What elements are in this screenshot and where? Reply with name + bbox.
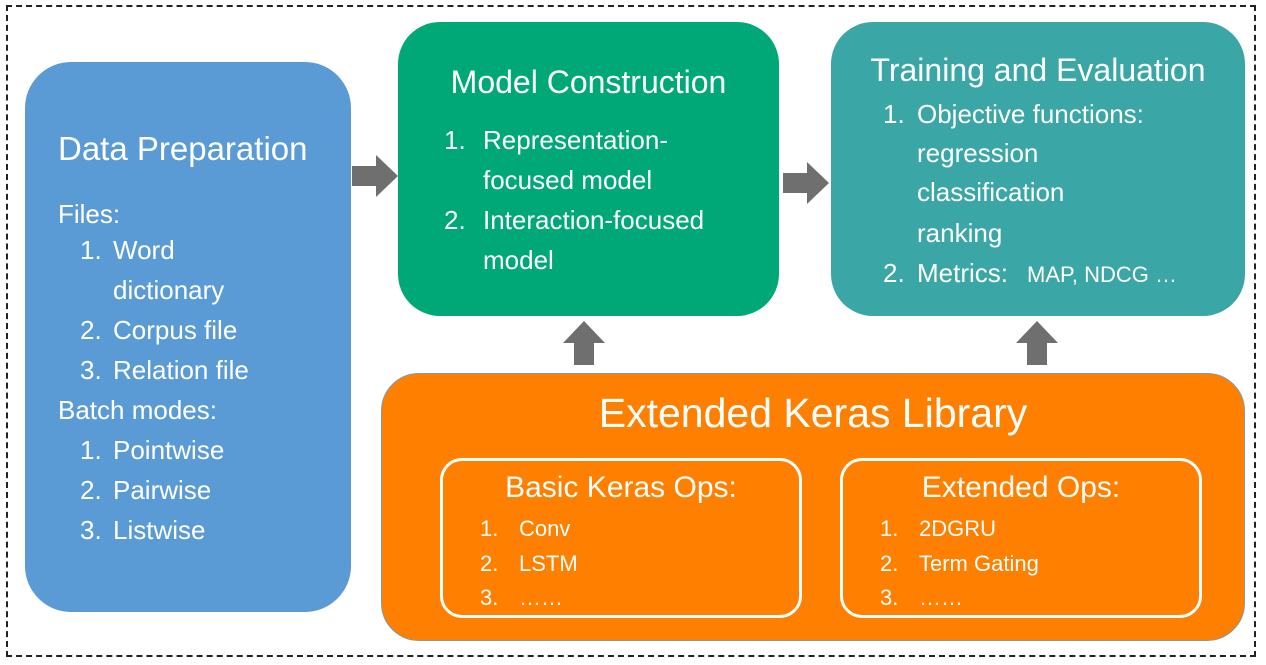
files-item-1-line-2: dictionary (113, 275, 225, 305)
basic-op-2-number: 2. (480, 551, 499, 576)
batch-mode-3-text: Listwise (113, 515, 206, 545)
model-item-2-number: 2. (444, 205, 466, 235)
files-item-3-number: 3. (80, 355, 102, 385)
batch-mode-1-number: 1. (80, 435, 102, 465)
basic-op-3-text: …… (519, 585, 563, 610)
arrow-right-data-to-model-icon (352, 155, 398, 197)
model-item-1-number: 1. (444, 125, 466, 155)
extended-ops-box: Extended Ops: 1. 2DGRU 2. Term Gating 3.… (840, 458, 1202, 618)
objective-classification: classification (917, 177, 1065, 207)
model-item-2-line-2: model (483, 245, 554, 275)
model-item-1-line-2: focused model (483, 165, 653, 195)
extended-op-2-number: 2. (880, 551, 899, 576)
batch-mode-2-number: 2. (80, 475, 102, 505)
objective-ranking: ranking (917, 218, 1003, 248)
basic-keras-ops-box: Basic Keras Ops: 1. Conv 2. LSTM 3. …… (440, 458, 802, 618)
model-item-1-line-1: Representation- (483, 125, 668, 155)
arrow-up-keras-to-training-icon (1016, 321, 1058, 365)
model-item-2-line-1: Interaction-focused (483, 205, 705, 235)
extended-op-2-text: Term Gating (919, 551, 1039, 576)
files-item-3-text: Relation file (113, 355, 249, 385)
training-evaluation-title: Training and Evaluation (870, 52, 1206, 88)
basic-keras-ops-title: Basic Keras Ops: (505, 471, 737, 504)
arrow-right-model-to-training-icon (783, 162, 829, 204)
files-item-2-number: 2. (80, 315, 102, 345)
files-item-1-number: 1. (80, 235, 102, 265)
metrics-values: MAP, NDCG … (1027, 262, 1177, 287)
training-item-1-number: 1. (883, 99, 905, 129)
files-item-2-text: Corpus file (113, 315, 238, 345)
objective-functions-label: Objective functions: (917, 99, 1144, 129)
extended-keras-library-title: Extended Keras Library (598, 390, 1028, 436)
batch-mode-3-number: 3. (80, 515, 102, 545)
arrow-up-keras-to-model-icon (563, 321, 605, 365)
basic-op-1-number: 1. (480, 516, 499, 541)
model-construction-box: Model Construction 1. Representation- fo… (398, 22, 779, 316)
basic-op-3-number: 3. (480, 585, 499, 610)
extended-op-1-text: 2DGRU (919, 516, 997, 541)
training-item-2-number: 2. (883, 258, 905, 288)
training-evaluation-box: Training and Evaluation 1. Objective fun… (831, 22, 1245, 316)
metrics-label: Metrics: (917, 258, 1008, 288)
files-label: Files: (58, 199, 121, 229)
data-preparation-title: Data Preparation (58, 130, 308, 167)
data-preparation-box: Data Preparation Files: 1. Word dictiona… (25, 62, 351, 612)
extended-ops-title: Extended Ops: (921, 471, 1121, 504)
batch-mode-1-text: Pointwise (113, 435, 225, 465)
basic-op-1-text: Conv (519, 516, 571, 541)
extended-op-3-text: …… (919, 585, 963, 610)
diagram-frame (6, 5, 1256, 657)
extended-op-3-number: 3. (880, 585, 899, 610)
extended-keras-library-box: Extended Keras Library Basic Keras Ops: … (381, 373, 1245, 641)
files-item-1-line-1: Word (113, 235, 175, 265)
batch-mode-2-text: Pairwise (113, 475, 212, 505)
basic-op-2-text: LSTM (519, 551, 578, 576)
extended-op-1-number: 1. (880, 516, 899, 541)
batch-modes-label: Batch modes: (58, 395, 217, 425)
model-construction-title: Model Construction (450, 64, 727, 100)
objective-regression: regression (917, 138, 1039, 168)
